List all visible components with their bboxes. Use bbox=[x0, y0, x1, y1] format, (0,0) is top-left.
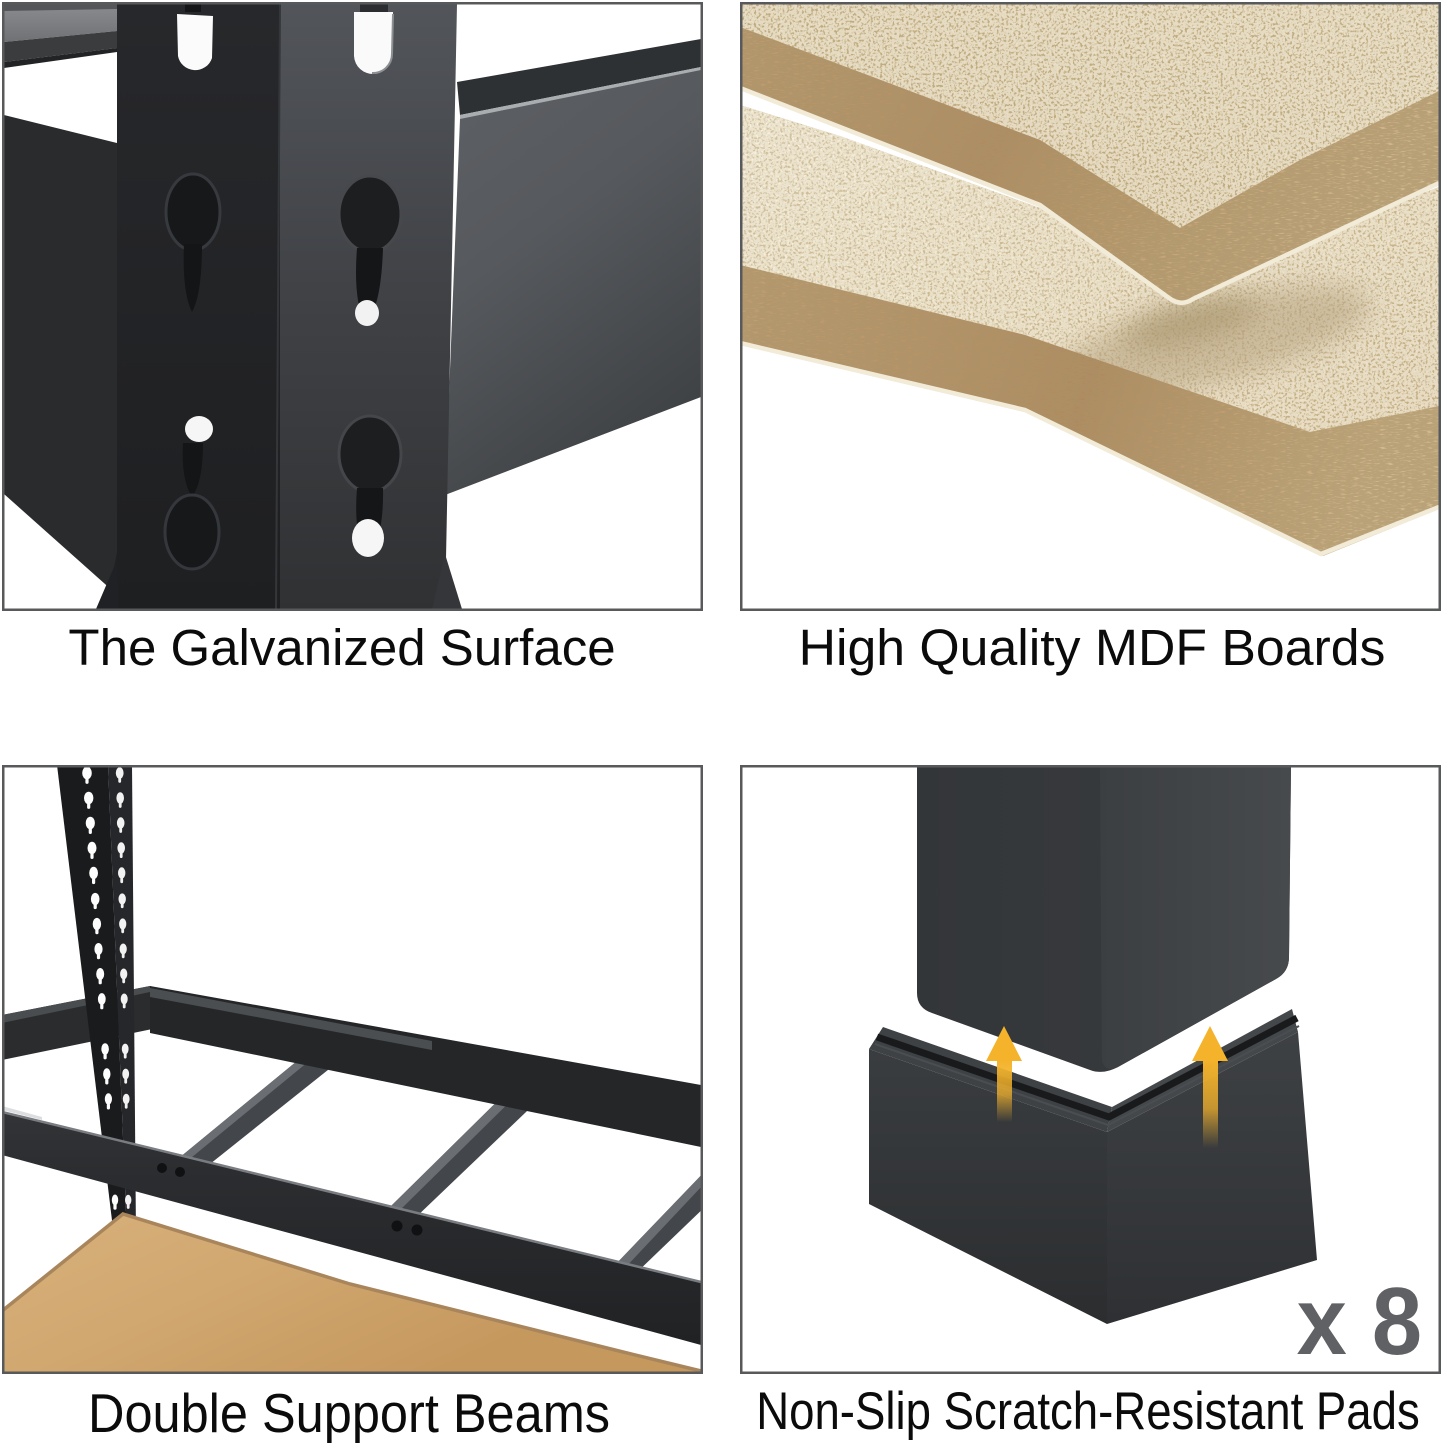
svg-text:x 8: x 8 bbox=[1297, 1267, 1422, 1374]
